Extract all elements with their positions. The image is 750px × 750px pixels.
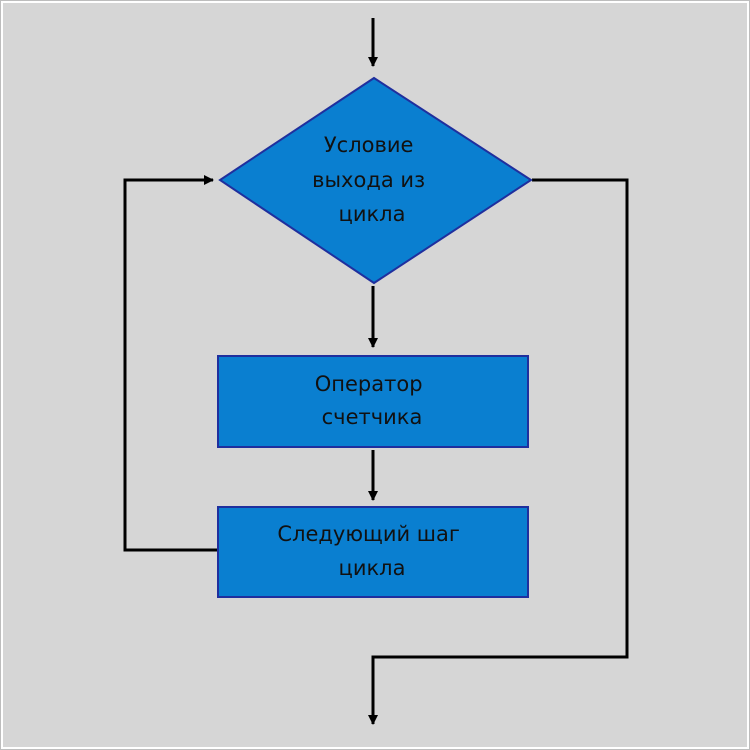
counter-box [217,355,529,448]
next-step-node: Следующий шаг цикла [217,506,529,598]
svg-text:Следующий шаг цикла: Следующий шаг цикла [277,522,466,580]
loop-back-arrow [123,175,218,552]
condition-node: Условие выхода из цикла [218,76,533,285]
next-step-label-line-2: цикла [339,556,406,580]
counter-label-line-2: счетчика [322,405,423,429]
counter-node: Оператор счетчика [217,355,529,448]
svg-text:Условие выхода из: Условие выхода из цикла [312,133,432,226]
next-step-box [217,506,529,598]
counter-label-line-1: Оператор [315,372,423,396]
svg-text:Оператор счетчика: Оператор счетчика [315,372,429,429]
exit-arrow [368,178,629,725]
condition-diamond [218,76,533,285]
condition-label-line-3: цикла [339,202,406,226]
next-step-label-line-1: Следующий шаг [277,522,460,546]
condition-label-line-1: Условие [324,133,414,157]
condition-label-line-2: выхода из [312,168,425,192]
